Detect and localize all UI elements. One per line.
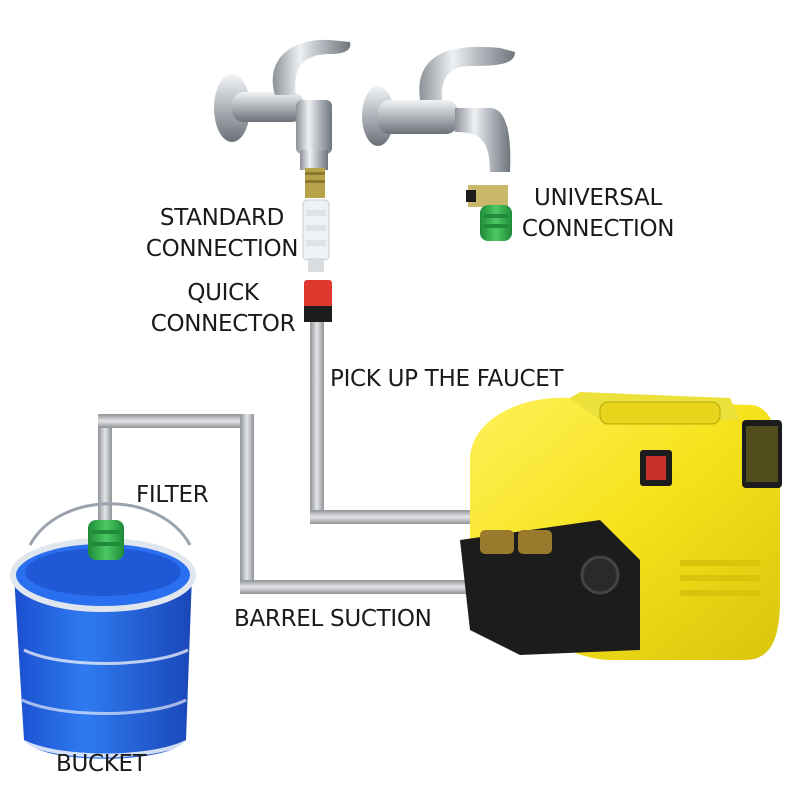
- barrel-suction-hose: [98, 414, 480, 594]
- quick-connector: [304, 280, 332, 322]
- faucet-hose: [310, 320, 480, 524]
- universal-faucet: [362, 46, 515, 172]
- label-pick-up-the-faucet: PICK UP THE FAUCET: [330, 366, 564, 392]
- label-quick-connector: QUICK CONNECTOR: [150, 280, 296, 338]
- standard-faucet: [214, 39, 351, 198]
- label-barrel-suction: BARREL SUCTION: [234, 606, 432, 632]
- pressure-washer-pump: [460, 392, 782, 660]
- bucket: [10, 502, 196, 759]
- universal-connection-adapter: [466, 185, 512, 241]
- label-bucket: BUCKET: [56, 751, 147, 777]
- standard-connection-adapter: [302, 199, 330, 272]
- label-standard-connection: STANDARD CONNECTION: [145, 205, 299, 263]
- filter-fitting: [88, 520, 124, 560]
- label-filter: FILTER: [136, 482, 209, 508]
- label-universal-connection: UNIVERSAL CONNECTION: [521, 185, 675, 243]
